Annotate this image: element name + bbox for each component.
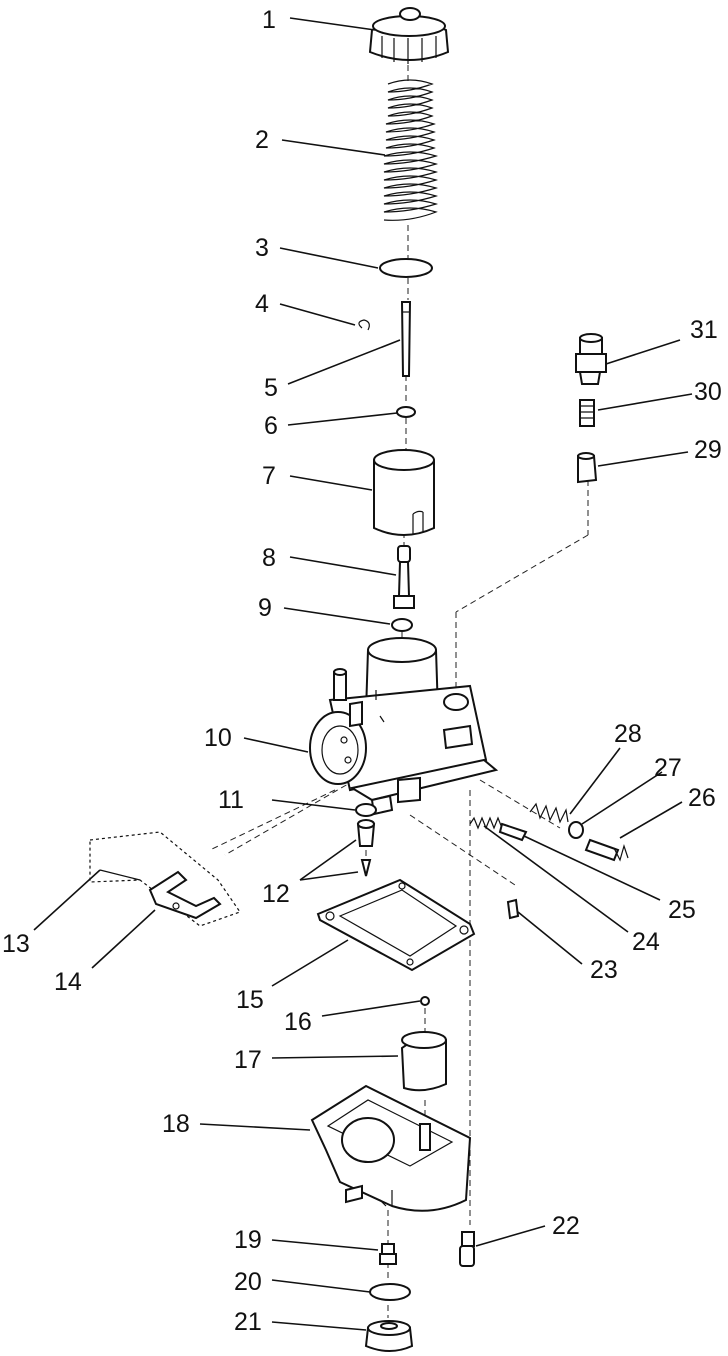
nozzle-part bbox=[577, 452, 598, 484]
callout-31: 31 bbox=[690, 316, 718, 344]
starter-spring-part bbox=[579, 399, 595, 427]
pin-part bbox=[506, 898, 520, 920]
ball-part bbox=[420, 996, 430, 1006]
callout-13: 13 bbox=[2, 930, 30, 958]
callout-27: 27 bbox=[654, 754, 682, 782]
callout-10: 10 bbox=[204, 724, 232, 752]
callout-19: 19 bbox=[234, 1226, 262, 1254]
callout-29: 29 bbox=[694, 436, 722, 464]
callout-6: 6 bbox=[264, 412, 278, 440]
callout-24: 24 bbox=[632, 928, 660, 956]
callout-5: 5 bbox=[264, 374, 278, 402]
drain-plug-part bbox=[364, 1320, 414, 1352]
callout-7: 7 bbox=[262, 462, 276, 490]
callout-25: 25 bbox=[668, 896, 696, 924]
callout-4: 4 bbox=[255, 290, 269, 318]
float-valve-part bbox=[356, 819, 376, 877]
callout-9: 9 bbox=[258, 594, 272, 622]
idle-screw-part bbox=[584, 838, 629, 862]
washer-11-part bbox=[355, 803, 377, 817]
carburetor-body-part bbox=[309, 637, 499, 816]
starter-plunger-part bbox=[575, 333, 607, 385]
callout-labels: 1 2 3 4 5 6 7 8 9 10 11 12 13 14 15 16 1… bbox=[2, 6, 722, 1336]
callout-16: 16 bbox=[284, 1008, 312, 1036]
main-jet-part bbox=[379, 1243, 397, 1265]
spring-part bbox=[383, 79, 439, 221]
callout-12: 12 bbox=[262, 880, 290, 908]
callout-23: 23 bbox=[590, 956, 618, 984]
callout-8: 8 bbox=[262, 544, 276, 572]
callout-21: 21 bbox=[234, 1308, 262, 1336]
float-arm-part bbox=[89, 831, 241, 927]
callout-20: 20 bbox=[234, 1268, 262, 1296]
callout-18: 18 bbox=[162, 1110, 190, 1138]
plate-part bbox=[379, 258, 433, 278]
washer-27-part bbox=[568, 821, 584, 839]
idle-spring-part bbox=[529, 802, 569, 824]
drain-screw-part bbox=[459, 1231, 475, 1267]
callout-2: 2 bbox=[255, 126, 269, 154]
float-part bbox=[400, 1031, 447, 1092]
callout-11: 11 bbox=[218, 786, 244, 814]
callout-14: 14 bbox=[54, 968, 82, 996]
callout-28: 28 bbox=[614, 720, 642, 748]
o-ring-part bbox=[391, 618, 413, 632]
clip-part bbox=[358, 319, 370, 331]
callout-22: 22 bbox=[552, 1212, 580, 1240]
o-ring-20-part bbox=[369, 1283, 411, 1301]
leader-lines bbox=[33, 17, 693, 1331]
needle-part bbox=[400, 301, 412, 377]
callout-3: 3 bbox=[255, 234, 269, 262]
washer-part bbox=[396, 406, 416, 418]
needle-jet-part bbox=[393, 545, 415, 609]
callout-26: 26 bbox=[688, 784, 716, 812]
cap-part bbox=[368, 7, 450, 64]
gasket-part bbox=[316, 878, 476, 972]
callout-1: 1 bbox=[262, 6, 276, 34]
float-bowl-part bbox=[310, 1084, 472, 1212]
callout-15: 15 bbox=[236, 986, 264, 1014]
throttle-valve-part bbox=[373, 449, 435, 536]
callout-17: 17 bbox=[234, 1046, 262, 1074]
callout-30: 30 bbox=[694, 378, 722, 406]
